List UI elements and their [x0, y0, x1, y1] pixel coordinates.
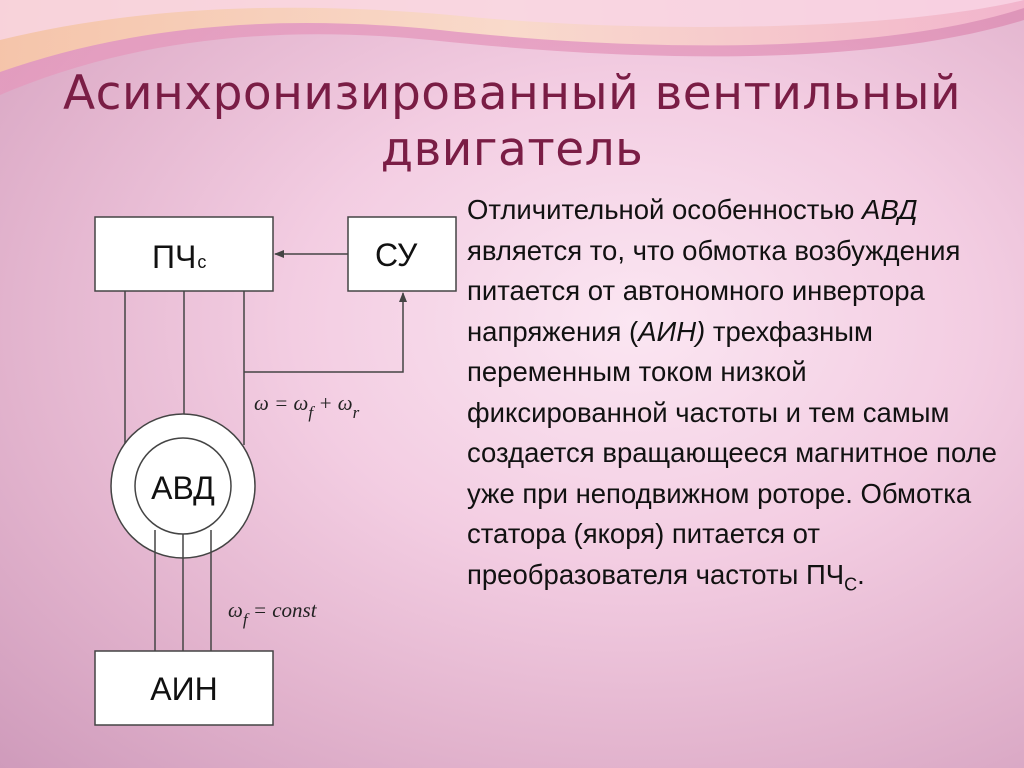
text-part-3: трехфазным переменным током низкой фикси… — [467, 315, 997, 590]
ain-block — [94, 650, 274, 726]
formula-omega-sum: ω = ωf + ωr — [254, 391, 360, 422]
feedback-line — [244, 292, 407, 373]
abbr-ain: АИН) — [638, 315, 706, 347]
title-line-1: Асинхронизированный вентильный — [62, 66, 962, 121]
text-part-1: Отличительной особенностью — [467, 194, 862, 225]
abbr-avd: АВД — [862, 194, 918, 225]
decorative-wave — [0, 0, 1024, 95]
text-part-2: является то, что обмотка возбуждения пит… — [467, 234, 961, 347]
su-block — [347, 216, 457, 292]
formula-omega-const: ωf = const — [228, 598, 318, 629]
subscript-c: С — [844, 574, 858, 594]
title-line-2: двигатель — [380, 122, 644, 178]
slide-title: Асинхронизированный вентильный двигатель — [0, 66, 1024, 179]
pch-block — [94, 216, 274, 292]
description-paragraph: Отличительной особенностью АВД является … — [467, 190, 1012, 605]
avd-label: АВД — [151, 470, 215, 506]
pch-label: ПЧс — [152, 239, 206, 275]
ain-label: АИН — [150, 671, 217, 707]
su-label: СУ — [375, 237, 418, 273]
text-end: . — [857, 558, 865, 590]
